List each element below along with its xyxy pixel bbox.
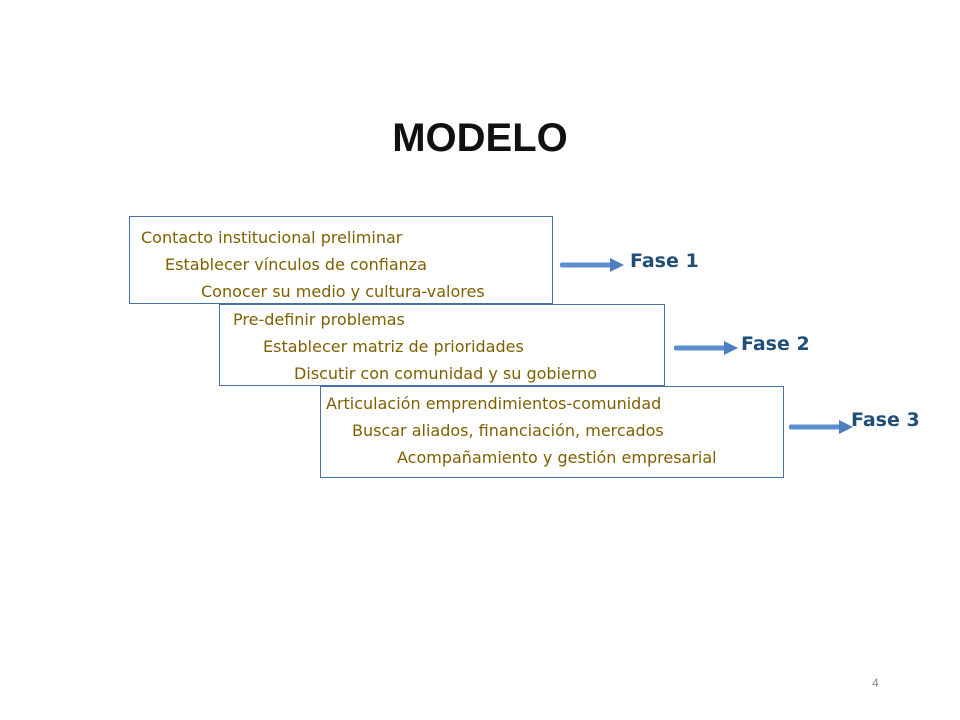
page-number: 4 <box>872 676 879 690</box>
phase-3-arrow-icon <box>789 420 853 434</box>
slide-title: MODELO <box>392 116 568 160</box>
phase-2-box <box>219 304 665 386</box>
phase-2-label: Fase 2 <box>741 333 810 355</box>
phase-3-box <box>320 386 784 478</box>
phase-1-line-1: Contacto institucional preliminar <box>141 228 403 247</box>
phase-3-label: Fase 3 <box>851 409 920 431</box>
phase-2-arrow-icon <box>674 341 738 355</box>
phase-2-line-2: Establecer matriz de prioridades <box>263 337 524 356</box>
phase-1-label: Fase 1 <box>630 250 699 272</box>
phase-2-line-3: Discutir con comunidad y su gobierno <box>294 364 598 383</box>
phase-1-arrow-icon <box>560 258 624 272</box>
phase-3-line-3: Acompañamiento y gestión empresarial <box>397 448 717 467</box>
phase-2-line-1: Pre-definir problemas <box>233 310 405 329</box>
phase-1-line-2: Establecer vínculos de confianza <box>165 255 427 274</box>
phase-3-line-2: Buscar aliados, financiación, mercados <box>352 421 664 440</box>
phase-3-line-1: Articulación emprendimientos-comunidad <box>326 394 662 413</box>
phase-1-line-3: Conocer su medio y cultura-valores <box>201 282 485 301</box>
phase-1-box <box>129 216 553 304</box>
